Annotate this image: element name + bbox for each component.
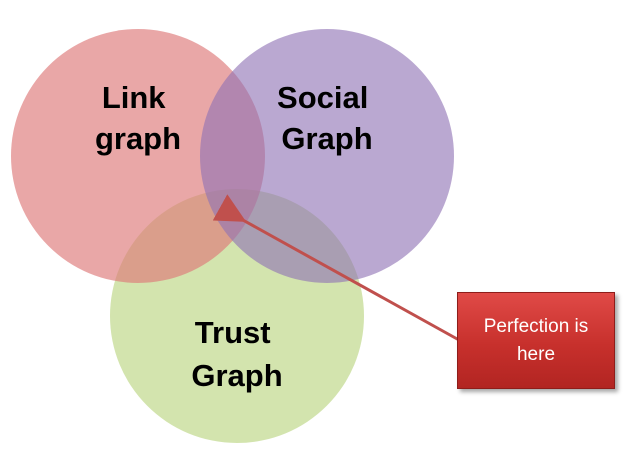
callout-text: Perfection is here [471,313,601,369]
callout-text-line-2: here [516,343,556,365]
callout-arrow [212,194,460,342]
social-graph-label: Social Graph [277,80,377,156]
circle-social-graph [200,29,454,283]
trust-graph-label: Trust Graph [191,315,282,393]
callout-text-line-1: Perfection is [483,315,589,337]
circle-link-graph [11,29,265,283]
perfection-callout-box: Perfection is here [457,292,615,389]
link-graph-label: Link graph [95,80,181,156]
